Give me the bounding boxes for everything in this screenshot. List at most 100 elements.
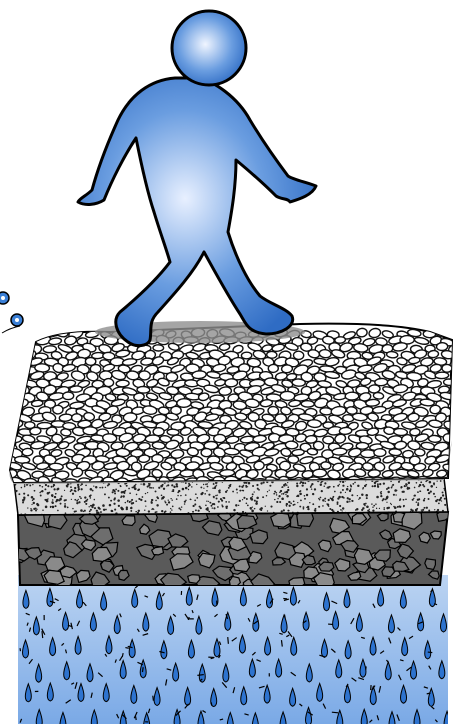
- gravel-surface-layer: [2, 321, 455, 488]
- sand-grain: [57, 499, 58, 500]
- sand-grain: [45, 484, 47, 486]
- sand-grain: [325, 501, 326, 502]
- sand-grain: [13, 506, 15, 508]
- sand-grain: [232, 491, 234, 493]
- surface-stone: [319, 349, 332, 358]
- water-dash: [122, 653, 123, 657]
- sand-grain: [207, 507, 209, 509]
- sand-grain: [420, 481, 422, 483]
- surface-stone: [414, 448, 425, 456]
- surface-stone: [366, 399, 380, 407]
- sand-grain: [147, 492, 148, 493]
- sand-grain: [208, 511, 210, 513]
- sand-grain: [75, 510, 77, 512]
- sand-grain: [324, 498, 326, 500]
- sand-grain: [176, 498, 178, 500]
- sand-grain: [239, 490, 241, 492]
- sand-grain: [103, 509, 105, 511]
- sand-grain: [388, 507, 390, 509]
- sand-grain: [433, 482, 435, 484]
- sand-grain: [168, 499, 169, 500]
- sand-grain: [252, 496, 253, 497]
- sand-grain: [322, 505, 324, 507]
- sand-grain: [144, 500, 146, 502]
- sand-grain: [126, 485, 128, 487]
- sand-grain: [333, 486, 335, 488]
- surface-stone: [22, 448, 33, 456]
- sand-grain: [440, 480, 442, 482]
- sand-grain: [399, 499, 401, 501]
- sand-grain: [297, 502, 298, 503]
- sand-grain: [72, 508, 73, 509]
- sand-grain: [248, 482, 251, 485]
- sand-grain: [251, 498, 254, 501]
- sand-grain: [414, 487, 416, 489]
- sand-grain: [320, 482, 322, 484]
- sand-grain: [372, 507, 373, 508]
- sand-grain: [233, 509, 235, 511]
- surface-stone: [449, 468, 455, 477]
- surface-stone: [2, 396, 19, 408]
- sand-grain: [424, 507, 426, 509]
- sand-grain: [383, 483, 385, 485]
- sand-grain: [192, 505, 194, 507]
- sand-grain: [125, 502, 126, 503]
- sand-grain: [59, 500, 61, 502]
- sand-grain: [42, 510, 43, 511]
- sand-grain: [372, 485, 374, 487]
- sand-grain: [239, 500, 241, 502]
- water-dash: [136, 716, 137, 720]
- sand-grain: [324, 485, 325, 486]
- sand-grain: [309, 502, 310, 503]
- sand-grain: [228, 501, 230, 503]
- walking-person-icon: [78, 11, 316, 346]
- sand-grain: [134, 488, 137, 491]
- surface-stone: [116, 380, 129, 387]
- sand-grain: [377, 483, 379, 485]
- sand-grain: [218, 501, 220, 503]
- sand-grain: [241, 486, 243, 488]
- sand-grain: [331, 499, 333, 501]
- sand-grain: [104, 493, 106, 495]
- sand-grain: [67, 507, 69, 509]
- sand-grain: [155, 490, 157, 492]
- sand-grain: [239, 485, 241, 487]
- sand-grain: [442, 494, 444, 496]
- sand-grain: [130, 500, 131, 501]
- sand-grain: [54, 496, 56, 498]
- sand-grain: [281, 497, 284, 500]
- surface-stone: [220, 469, 235, 476]
- sand-grain: [31, 496, 34, 499]
- sand-grain: [338, 496, 341, 499]
- sand-grain: [143, 483, 146, 486]
- sand-grain: [366, 497, 368, 499]
- sand-grain: [304, 495, 306, 497]
- surface-stone: [201, 448, 212, 456]
- aggregate-stone: [188, 575, 200, 584]
- sand-grain: [252, 485, 254, 487]
- sand-grain: [302, 482, 304, 484]
- water-dash: [125, 648, 128, 649]
- sand-grain: [347, 486, 348, 487]
- sand-grain: [286, 491, 289, 494]
- sand-grain: [399, 481, 400, 482]
- sand-grain: [27, 494, 29, 496]
- sand-grain: [337, 501, 339, 503]
- surface-stone: [224, 448, 239, 455]
- sand-grain: [135, 511, 137, 513]
- sand-grain: [314, 488, 316, 490]
- sand-grain: [393, 506, 395, 508]
- sand-grain: [365, 494, 368, 497]
- sand-grain: [254, 500, 256, 502]
- sand-grain: [267, 510, 268, 511]
- sand-grain: [64, 505, 65, 506]
- sand-grain: [142, 496, 144, 498]
- sand-grain: [76, 500, 78, 502]
- sand-grain: [413, 495, 415, 497]
- surface-stone: [5, 330, 20, 339]
- sand-grain: [289, 505, 291, 507]
- sand-grain: [304, 482, 306, 484]
- sand-grain: [170, 511, 172, 513]
- surface-stone: [281, 365, 292, 374]
- sand-grain: [243, 497, 245, 499]
